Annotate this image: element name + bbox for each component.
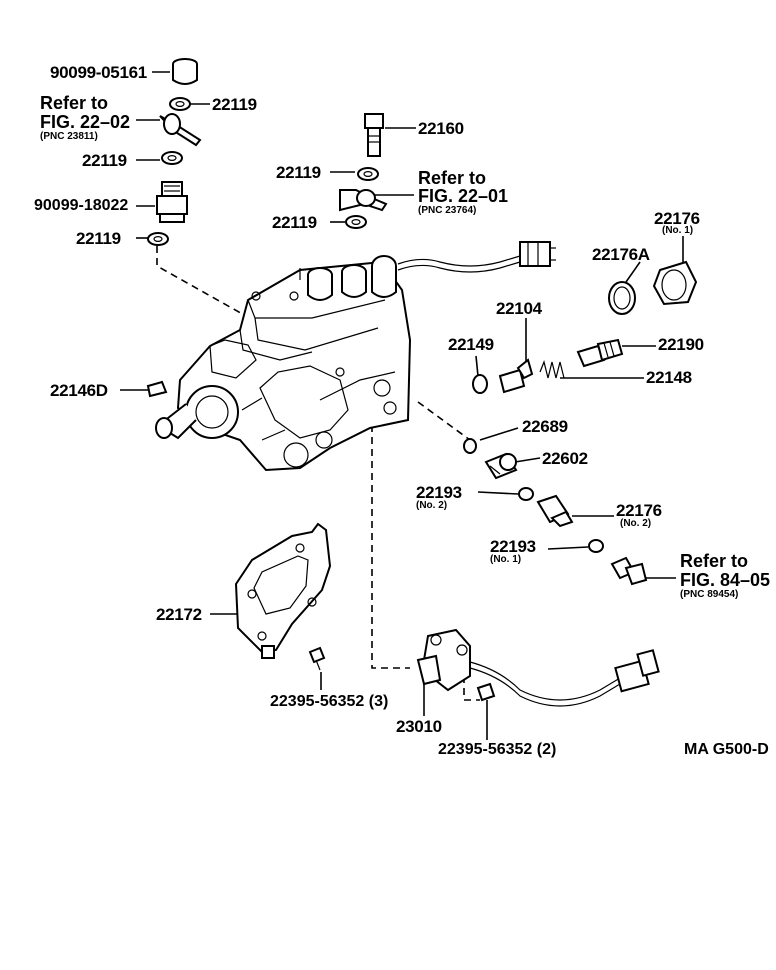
injection-pump-body xyxy=(155,241,556,472)
label-22395-3: 22395-56352 (3) xyxy=(270,693,389,710)
label-22119-b: 22119 xyxy=(82,151,127,170)
sensor-22176-no2 xyxy=(536,494,574,528)
pnc-23811: (PNC 23811) xyxy=(40,131,98,142)
bolt-90099-18022 xyxy=(156,181,188,223)
fig-2201: FIG. 22–01 xyxy=(418,186,509,206)
sublabel-no2-a: (No. 2) xyxy=(416,500,448,511)
bolt-22160 xyxy=(364,113,384,157)
label-22104: 22104 xyxy=(496,299,542,318)
label-22193-no2: 22193 xyxy=(416,483,462,502)
key-22146D xyxy=(146,380,168,398)
gasket-22119-b xyxy=(161,151,183,165)
label-22176-no2: 22176 xyxy=(616,501,662,520)
spring-22148 xyxy=(539,360,565,379)
label-23010: 23010 xyxy=(396,717,442,736)
label-22176A: 22176A xyxy=(592,245,650,264)
fitting-banjo-2201 xyxy=(339,189,388,212)
leader-lines xyxy=(120,71,684,740)
label-22689: 22689 xyxy=(522,417,568,436)
cap-90099-05161 xyxy=(172,58,198,85)
pnc-23764: (PNC 23764) xyxy=(418,205,477,216)
label-22176-no1: 22176 xyxy=(654,209,700,228)
ring-22176A xyxy=(608,281,636,315)
label-22190: 22190 xyxy=(658,335,704,354)
label-22119-c: 22119 xyxy=(76,229,121,248)
label-90099-18022: 90099-18022 xyxy=(34,197,129,214)
screw-22395-3 xyxy=(308,646,326,671)
gasket-22119-c xyxy=(147,232,169,246)
gasket-22119-d xyxy=(357,167,379,181)
gasket-22119-a xyxy=(169,97,191,111)
ring-22689 xyxy=(463,438,477,454)
label-90099-05161: 90099-05161 xyxy=(50,63,147,82)
pnc-89454: (PNC 89454) xyxy=(680,589,739,600)
refer-to-fig-8405: Refer to xyxy=(680,551,749,571)
plug-22190 xyxy=(576,338,624,368)
label-22146D: 22146D xyxy=(50,381,108,400)
piston-22104 xyxy=(498,358,534,394)
fitting-banjo-2202 xyxy=(159,113,202,147)
oring-22193-no2 xyxy=(518,487,534,501)
fig-8405: FIG. 84–05 xyxy=(680,570,771,590)
label-22193-no1: 22193 xyxy=(490,537,536,556)
bolt-22602 xyxy=(484,452,518,480)
sublabel-no2-b: (No. 2) xyxy=(620,518,652,529)
label-22119-e: 22119 xyxy=(272,213,317,232)
washer-22149 xyxy=(472,374,488,394)
oring-22193-no1 xyxy=(588,539,604,553)
connector-8405 xyxy=(610,556,648,586)
label-22148: 22148 xyxy=(646,368,692,387)
gasket-plate-22172 xyxy=(234,522,332,659)
nut-22176-no1 xyxy=(652,260,698,306)
gasket-22119-e xyxy=(345,215,367,229)
label-22149: 22149 xyxy=(448,335,494,354)
label-22119-d: 22119 xyxy=(276,163,321,182)
diagram-code: MA G500-D xyxy=(684,741,769,758)
fig-2202: FIG. 22–02 xyxy=(40,112,131,132)
label-22395-2: 22395-56352 (2) xyxy=(438,741,557,758)
refer-to-fig-2202: Refer to xyxy=(40,93,109,113)
sensor-23010 xyxy=(416,628,660,707)
refer-to-fig-2201: Refer to xyxy=(418,168,487,188)
label-22160: 22160 xyxy=(418,119,464,138)
screw-22395-2 xyxy=(476,682,496,702)
sublabel-no1-b: (No. 1) xyxy=(490,554,522,565)
label-22172: 22172 xyxy=(156,605,202,624)
dashed-alignment-lines xyxy=(156,246,480,701)
label-22602: 22602 xyxy=(542,449,588,468)
label-22119-a: 22119 xyxy=(212,95,257,114)
sublabel-no1-a: (No. 1) xyxy=(662,225,694,236)
